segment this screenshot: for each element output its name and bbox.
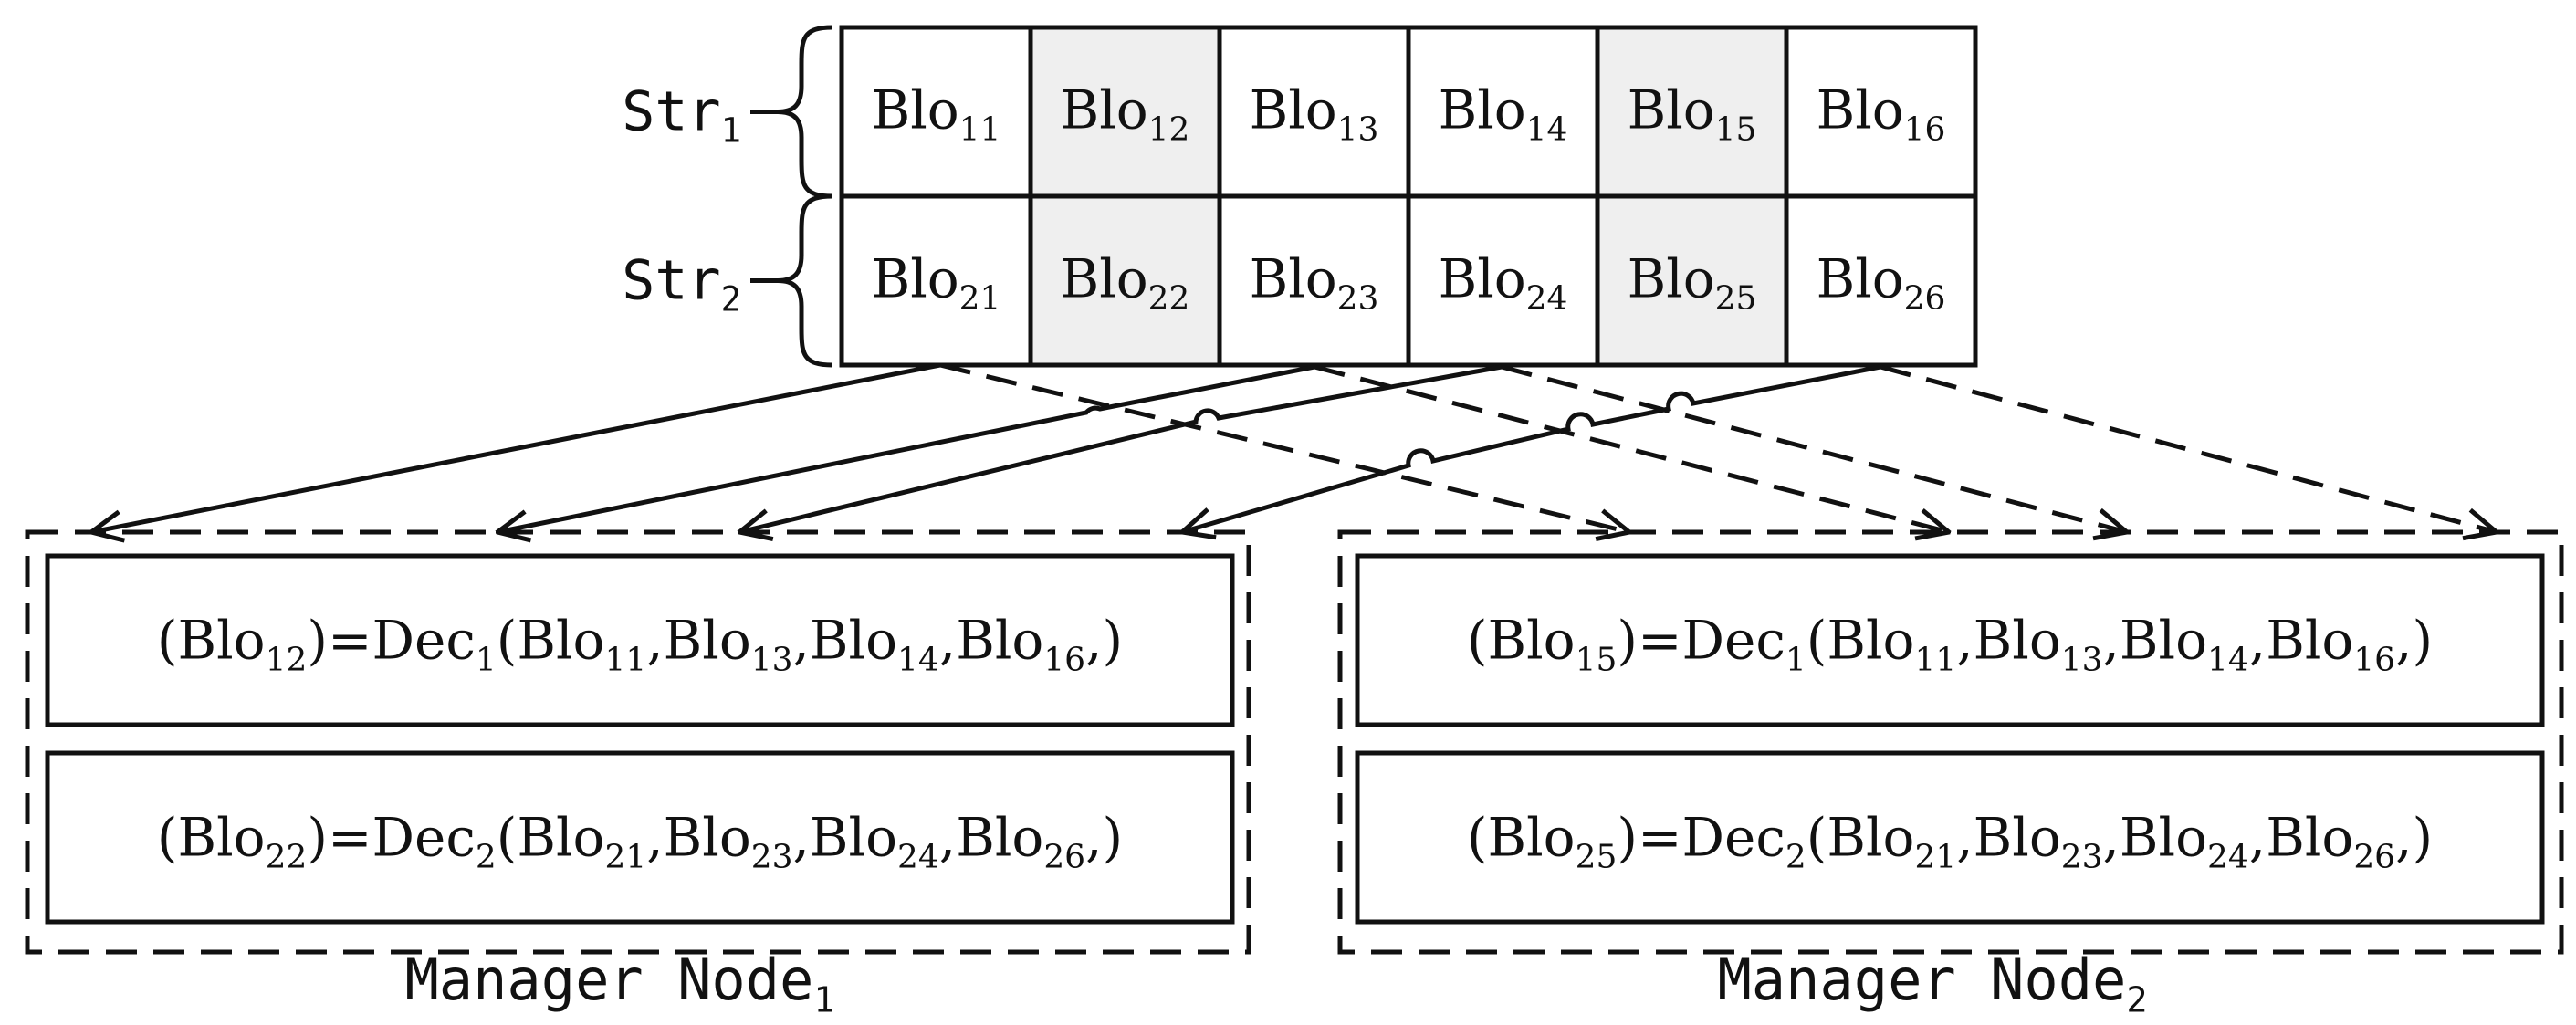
block-label-11: Blo11: [872, 79, 1001, 149]
block-cell-14: [1406, 25, 1600, 199]
arrow-blo14-to-node1: [739, 364, 1503, 532]
stripe-brace-1: [777, 25, 833, 199]
arrow-blo13-to-node2: [1314, 364, 1949, 532]
equation-box-22: [45, 750, 1235, 925]
manager-node-label-1: Manager Node1: [404, 947, 834, 1021]
manager-node-label-2: Manager Node2: [1717, 947, 2147, 1021]
block-label-12: Blo12: [1061, 79, 1190, 149]
block-label-13: Blo13: [1250, 79, 1379, 149]
block-label-14: Blo14: [1439, 79, 1568, 149]
arrow-blo11-to-node1: [91, 362, 941, 532]
block-cell-21: [839, 193, 1033, 368]
block-cell-16: [1784, 25, 1978, 199]
stripe-label-1: Str1: [622, 80, 741, 151]
arrow-blo16-to-node1: [1182, 364, 1881, 532]
equation-25: (Blo25)=Dec2(Blo21,Blo23,Blo24,Blo26,): [1467, 807, 2433, 876]
block-label-22: Blo22: [1061, 248, 1190, 318]
arrow-blo16-to-node2: [1880, 364, 2497, 532]
arrow-blo13-to-node1: [497, 364, 1315, 532]
stripe-label-2: Str2: [622, 249, 741, 319]
block-label-24: Blo24: [1439, 248, 1568, 318]
manager-node-2-box: [1337, 529, 2564, 955]
equation-12: (Blo12)=Dec1(Blo11,Blo13,Blo14,Blo16,): [157, 610, 1123, 679]
block-cell-23: [1217, 193, 1411, 368]
equation-box-25: [1355, 750, 2545, 925]
stripe-brace-2: [777, 193, 833, 368]
block-cell-24: [1406, 193, 1600, 368]
block-cell-22: [1028, 193, 1222, 368]
equation-15: (Blo15)=Dec1(Blo11,Blo13,Blo14,Blo16,): [1467, 610, 2433, 679]
manager-node-1-box: [25, 529, 1251, 955]
arrow-blo14-to-node2: [1501, 364, 2127, 532]
block-cell-11: [839, 25, 1033, 199]
block-label-21: Blo21: [872, 248, 1001, 318]
block-transfer-arrows: [91, 362, 2497, 532]
block-label-15: Blo15: [1628, 79, 1757, 149]
block-cell-25: [1595, 193, 1789, 368]
equation-22: (Blo22)=Dec2(Blo21,Blo23,Blo24,Blo26,): [157, 807, 1123, 876]
block-cell-26: [1784, 193, 1978, 368]
equation-box-15: [1355, 553, 2545, 727]
block-label-25: Blo25: [1628, 248, 1757, 318]
block-label-26: Blo26: [1817, 248, 1946, 318]
manager-nodes: (Blo12)=Dec1(Blo11,Blo13,Blo14,Blo16,) (B…: [25, 529, 2564, 1021]
block-label-23: Blo23: [1250, 248, 1379, 318]
block-label-16: Blo16: [1817, 79, 1946, 149]
arrow-blo11-to-node2: [939, 362, 1629, 532]
equation-box-12: [45, 553, 1235, 727]
